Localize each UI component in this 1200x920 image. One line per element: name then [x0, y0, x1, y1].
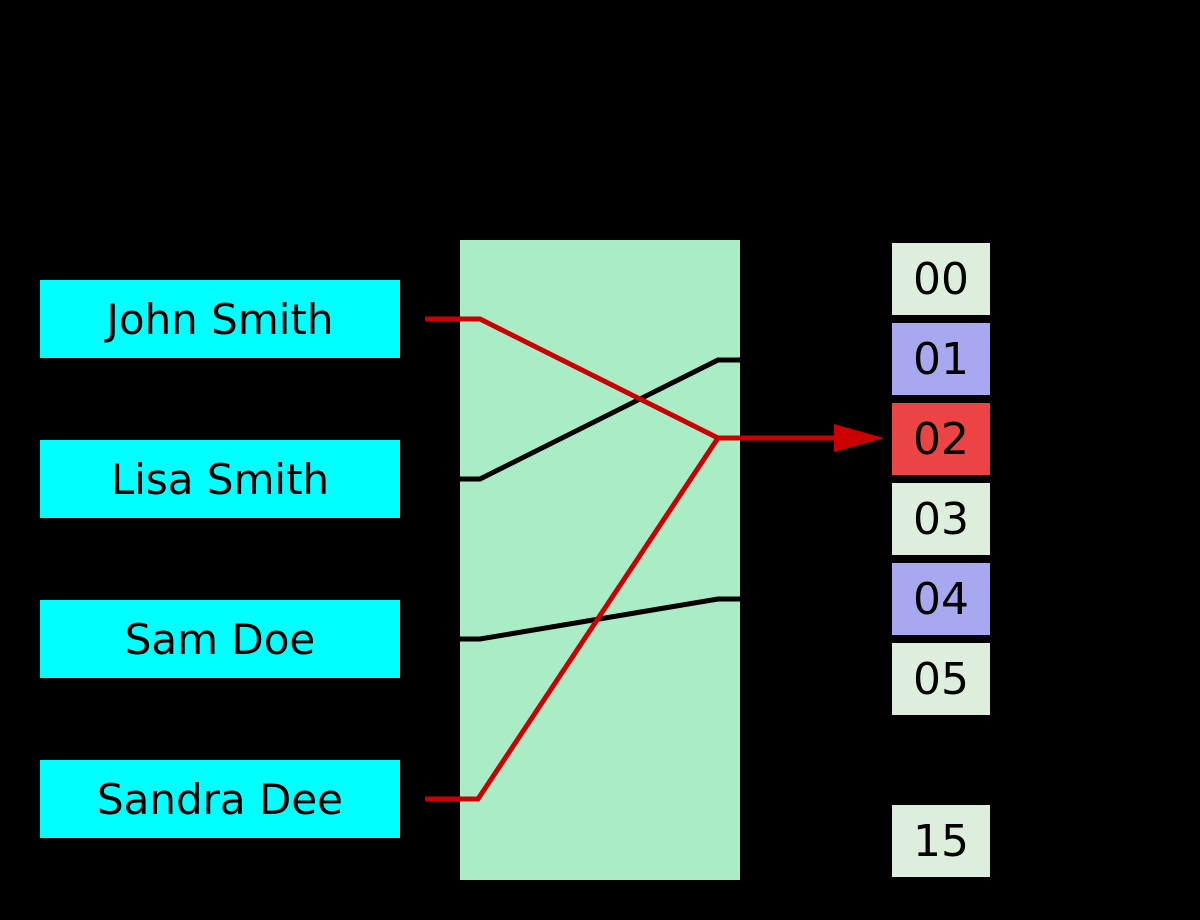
collision-arrow-head — [834, 424, 884, 452]
bucket-15: 15 — [892, 805, 990, 877]
bucket-03: 03 — [892, 483, 990, 555]
bucket-05: 05 — [892, 643, 990, 715]
bucket-label-04: 04 — [913, 573, 969, 625]
bucket-00: 00 — [892, 243, 990, 315]
key-label-john-smith: John Smith — [106, 294, 334, 344]
key-label-sam-doe: Sam Doe — [124, 614, 316, 664]
bucket-01: 01 — [892, 323, 990, 395]
bucket-label-03: 03 — [913, 493, 969, 545]
key-label-lisa-smith: Lisa Smith — [110, 454, 330, 504]
bucket-04: 04 — [892, 563, 990, 635]
hash-function-box — [460, 240, 740, 880]
key-box-lisa-smith: Lisa Smith — [40, 440, 400, 518]
bucket-label-05: 05 — [913, 653, 969, 705]
key-box-sam-doe: Sam Doe — [40, 600, 400, 678]
bucket-label-01: 01 — [913, 333, 969, 385]
bucket-label-15: 15 — [913, 815, 969, 867]
bucket-label-00: 00 — [913, 253, 969, 305]
bucket-02: 02 — [892, 403, 990, 475]
key-box-john-smith: John Smith — [40, 280, 400, 358]
key-label-sandra-dee: Sandra Dee — [96, 774, 344, 824]
key-box-sandra-dee: Sandra Dee — [40, 760, 400, 838]
bucket-label-02: 02 — [913, 413, 969, 465]
